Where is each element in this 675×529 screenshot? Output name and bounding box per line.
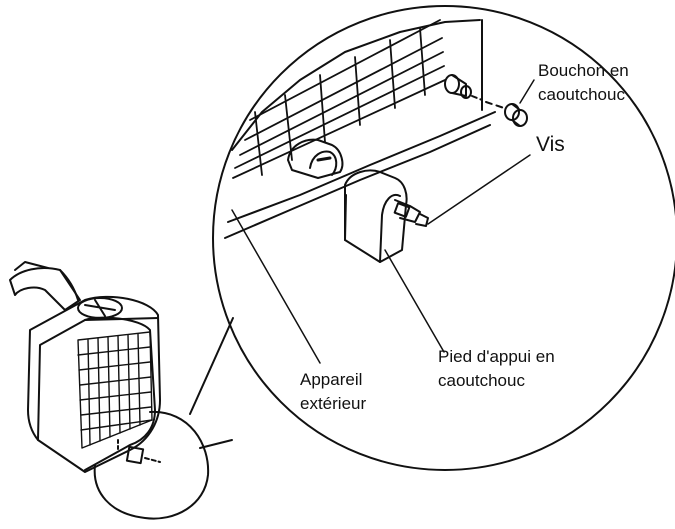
outdoor-unit-label-line2: extérieur [300,394,367,413]
window-grid [232,19,446,179]
unit-grille [77,331,153,449]
magnified-view-circle [212,5,675,471]
detail-circle [93,410,210,520]
building-wall [224,19,496,239]
outdoor-unit-label-line1: Appareil [300,370,363,389]
rubber-plug-label-line1: Bouchon en [538,61,629,80]
zoom-callout-lines [189,317,234,449]
outdoor-unit [9,261,161,473]
rubber-foot-label-line2: caoutchouc [438,371,525,390]
screw-label: Vis [536,133,565,156]
rubber-plug-label-line2: caoutchouc [538,85,625,104]
rubber-plug [444,74,528,127]
rubber-foot-label-line1: Pied d'appui en [438,347,555,366]
rear-rubber-foot [287,138,344,179]
leader-lines [231,79,535,364]
front-rubber-foot [344,169,429,263]
